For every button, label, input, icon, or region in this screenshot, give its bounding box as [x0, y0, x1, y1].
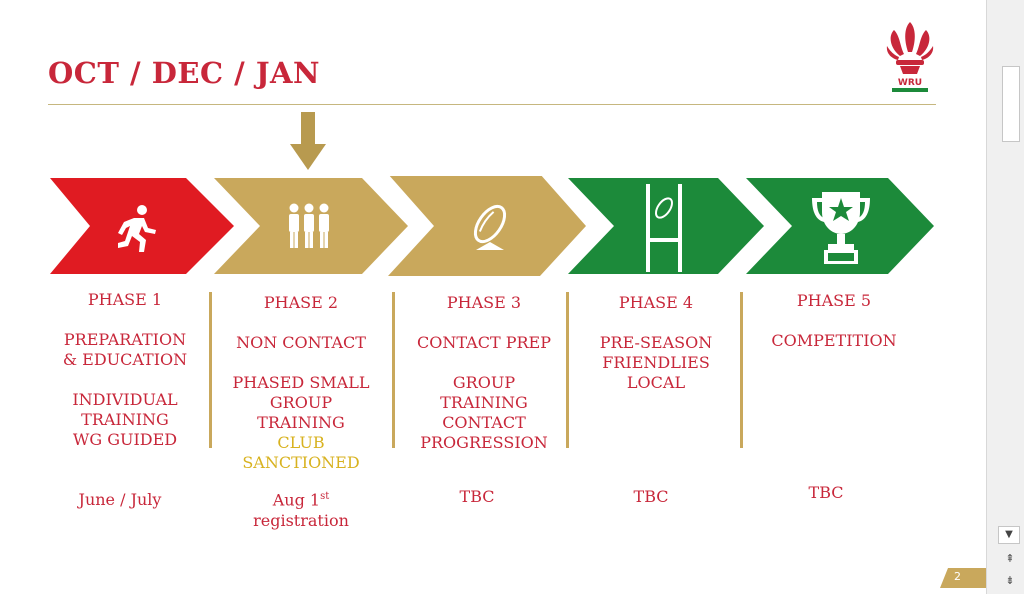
description-line: PREPARATION — [63, 330, 187, 349]
scroll-down-button[interactable]: ▼ — [998, 526, 1020, 544]
description-line: CONTACT PREP — [417, 333, 551, 352]
phase-label: PHASE 3 — [446, 293, 522, 312]
phase-3-chevron — [388, 176, 588, 276]
slide: OCT / DEC / JAN WRU — [48, 18, 986, 588]
phase-detail: INDIVIDUAL TRAINING WG GUIDED — [50, 390, 200, 450]
phase-2-chevron — [214, 176, 410, 276]
phase-description: COMPETITION — [756, 331, 912, 351]
column-divider — [209, 292, 212, 448]
description-line: LOCAL — [626, 373, 686, 392]
phase-description: CONTACT PREP — [404, 333, 564, 353]
phase-description: PREPARATION & EDUCATION — [50, 330, 200, 370]
description-line: & EDUCATION — [62, 350, 188, 369]
scrollbar-thumb[interactable] — [1002, 66, 1020, 142]
page-number-badge: 2 — [940, 568, 986, 588]
phase-4-text: PHASE 4 PRE-SEASON FRIENDLIES LOCAL — [578, 293, 734, 413]
column-divider — [566, 292, 569, 448]
phase-4-chevron — [568, 176, 766, 276]
phase-3-date: TBC — [459, 487, 495, 506]
detail-line: INDIVIDUAL — [72, 390, 178, 409]
detail-line: TRAINING — [257, 413, 345, 432]
detail-line: CONTACT — [442, 413, 526, 432]
phase-5-date: TBC — [808, 483, 844, 502]
wru-logo: WRU — [884, 18, 936, 96]
date-superscript: st — [320, 491, 330, 502]
detail-line: TRAINING — [81, 410, 169, 429]
slide-title: OCT / DEC / JAN — [48, 56, 321, 90]
phase-4-date: TBC — [633, 487, 669, 506]
phase-description: PRE-SEASON FRIENDLIES LOCAL — [578, 333, 734, 393]
down-arrow-icon — [288, 112, 328, 172]
phase-label: PHASE 5 — [796, 291, 872, 310]
detail-line-highlight: CLUB — [277, 433, 325, 452]
detail-line-highlight: SANCTIONED — [242, 453, 360, 472]
phase-2-date: Aug 1st registration — [222, 486, 380, 531]
phase-detail: PHASED SMALL GROUP TRAINING CLUB SANCTIO… — [222, 373, 380, 473]
phase-1-text: PHASE 1 PREPARATION & EDUCATION INDIVIDU… — [50, 290, 200, 470]
previous-page-icon[interactable]: ⇞ — [1005, 552, 1015, 565]
phase-label: PHASE 4 — [618, 293, 694, 312]
description-line: FRIENDLIES — [602, 353, 710, 372]
title-divider — [48, 104, 936, 105]
column-divider — [392, 292, 395, 448]
phase-2-text: PHASE 2 NON CONTACT PHASED SMALL GROUP T… — [222, 293, 380, 473]
column-divider — [740, 292, 743, 448]
description-line: NON CONTACT — [236, 333, 366, 352]
phase-label: PHASE 2 — [263, 293, 339, 312]
logo-text: WRU — [897, 78, 923, 88]
phase-5-chevron — [746, 176, 936, 276]
next-page-icon[interactable]: ⇟ — [1005, 574, 1015, 587]
phase-3-text: PHASE 3 CONTACT PREP GROUP TRAINING CONT… — [404, 293, 564, 453]
phase-1-chevron — [50, 176, 236, 276]
detail-line: TRAINING — [440, 393, 528, 412]
date-main: Aug 1 — [272, 490, 321, 510]
phase-1-date: June / July — [78, 490, 162, 509]
description-line: COMPETITION — [771, 331, 897, 350]
phase-description: NON CONTACT — [222, 333, 380, 353]
detail-line: WG GUIDED — [72, 430, 178, 449]
phase-detail: GROUP TRAINING CONTACT PROGRESSION — [404, 373, 564, 453]
detail-line: GROUP — [452, 373, 516, 392]
phase-5-text: PHASE 5 COMPETITION — [756, 291, 912, 371]
description-line: PRE-SEASON — [599, 333, 713, 352]
date-line-2: registration — [253, 511, 349, 531]
detail-line: GROUP — [269, 393, 333, 412]
phase-label: PHASE 1 — [87, 290, 163, 309]
detail-line: PROGRESSION — [420, 433, 548, 452]
detail-line: PHASED SMALL — [232, 373, 370, 392]
page-number: 2 — [954, 570, 961, 583]
